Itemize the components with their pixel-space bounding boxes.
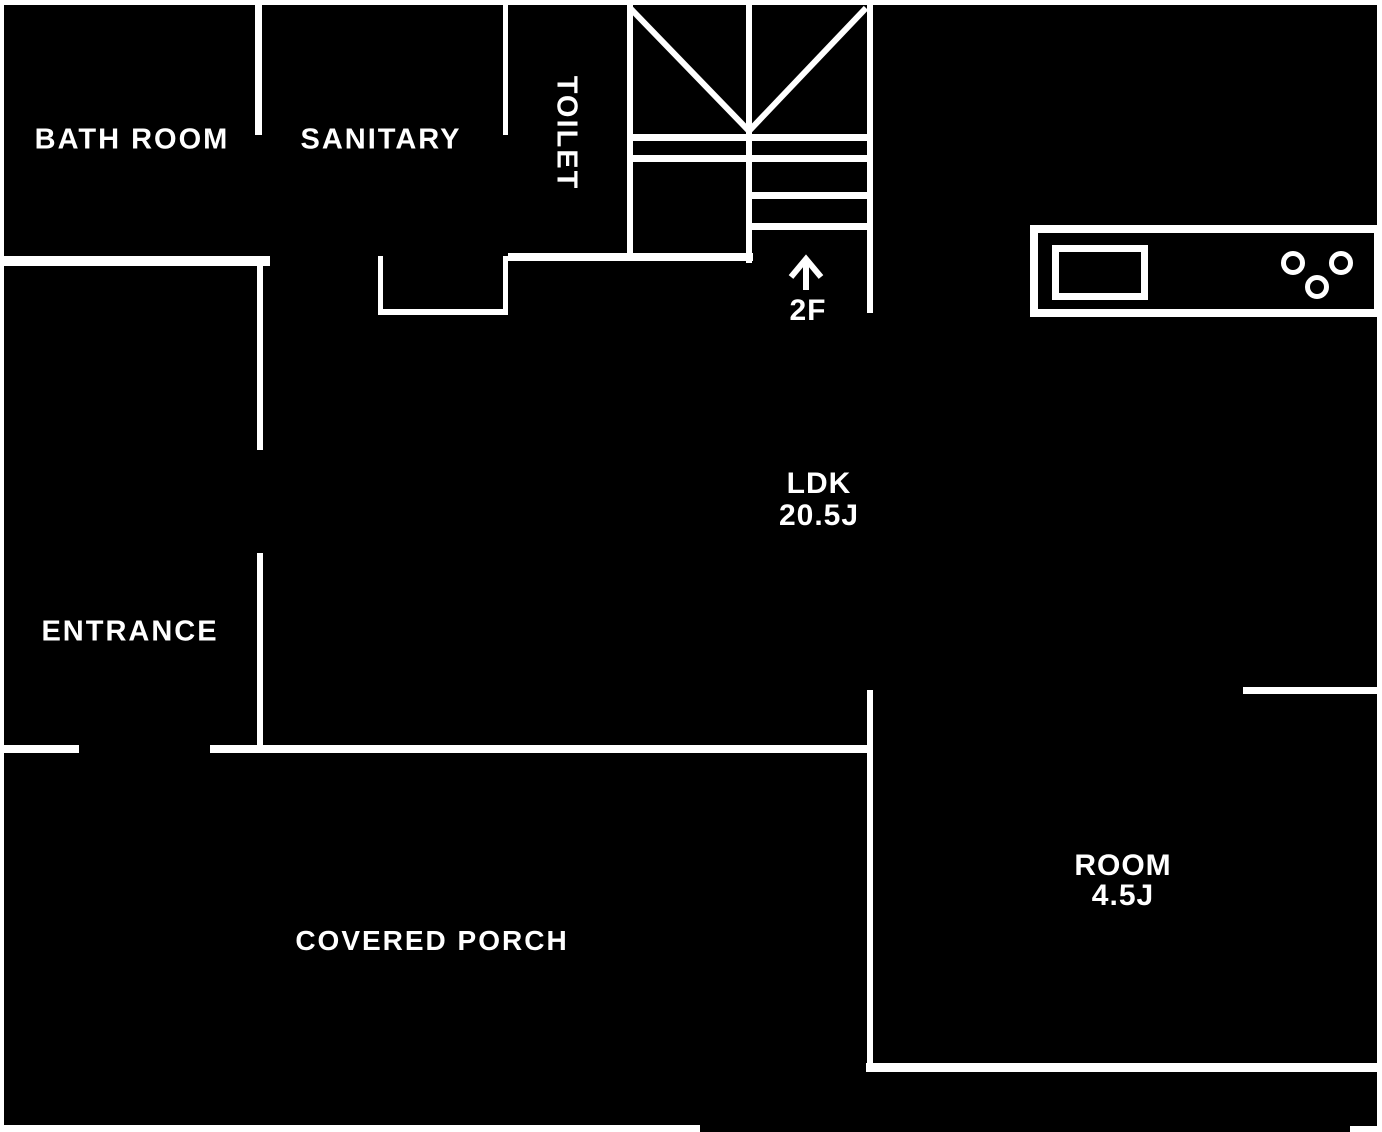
toilet-area (508, 5, 627, 253)
ldk-label: LDK (786, 467, 852, 500)
stair-tread-right-2 (752, 155, 867, 162)
room-area (873, 694, 1377, 1063)
wall-bath-sanitary (255, 5, 262, 135)
stair-tread-right-1 (752, 134, 867, 141)
stair-tread-left-1 (633, 134, 746, 141)
kitchen-counter (1030, 225, 1382, 317)
stair-tread-right-4 (752, 223, 867, 230)
room-label: ROOM (1074, 849, 1172, 882)
covered-porch-area (4, 753, 867, 1125)
border-bottom-left (0, 1125, 700, 1132)
stair-tread-left-2 (633, 155, 746, 162)
stove-burner-2 (1329, 251, 1353, 275)
wall-room-bottom (866, 1063, 1382, 1072)
sanitary-area (262, 5, 503, 256)
covered-porch-label: COVERED PORCH (295, 925, 569, 956)
entrance-area (4, 266, 257, 745)
stairs-direction-label: 2F (789, 294, 827, 327)
wall-notch-bottom (378, 309, 508, 315)
up-arrow-icon (788, 254, 824, 290)
kitchen-sink (1052, 245, 1148, 300)
border-left (0, 0, 4, 1132)
wall-stair-left (627, 5, 633, 261)
wall-porch-top-right (210, 745, 867, 753)
ldk-area (263, 317, 1377, 687)
wall-entrance-right-upper (257, 256, 263, 450)
sanitary-label: SANITARY (300, 123, 462, 156)
stair-diagonal-left-icon (627, 5, 752, 134)
stair-tread-right-3 (752, 192, 867, 199)
bath-room-area (4, 5, 255, 256)
stove-burner-1 (1281, 251, 1305, 275)
wall-ldk-room (867, 690, 873, 1067)
bath-room-label: BATH ROOM (34, 123, 230, 156)
wall-room-top-right (1243, 687, 1382, 694)
wall-porch-top-left (4, 745, 79, 753)
border-top (0, 0, 1382, 5)
room-size-label: 4.5J (1091, 879, 1155, 912)
border-bottom-right-stub (1350, 1126, 1382, 1132)
wall-sanitary-toilet (503, 5, 508, 135)
border-right (1377, 0, 1382, 1132)
stairs-area (633, 5, 867, 261)
wall-notch-right (503, 256, 508, 315)
wall-notch-left (378, 256, 383, 315)
entrance-label: ENTRANCE (41, 615, 219, 648)
stair-diagonal-right-icon (746, 5, 869, 134)
wall-stair-right (867, 5, 873, 313)
wall-bath-bottom (4, 256, 270, 266)
ldk-size-label: 20.5J (778, 499, 860, 532)
wall-entrance-right-lower (257, 553, 263, 750)
wall-stair-center (746, 5, 752, 263)
stove-burner-3 (1305, 275, 1329, 299)
